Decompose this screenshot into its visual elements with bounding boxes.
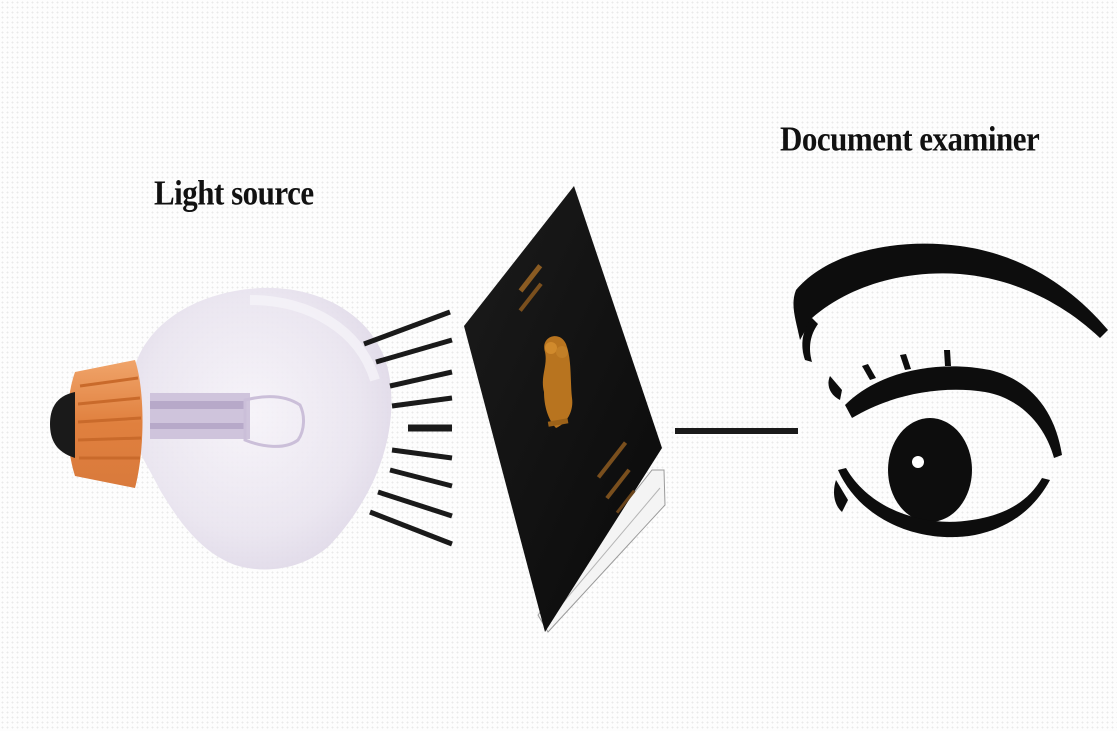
light-bulb-icon [50, 288, 391, 570]
passport-icon [464, 186, 665, 632]
eye-icon [793, 244, 1108, 538]
